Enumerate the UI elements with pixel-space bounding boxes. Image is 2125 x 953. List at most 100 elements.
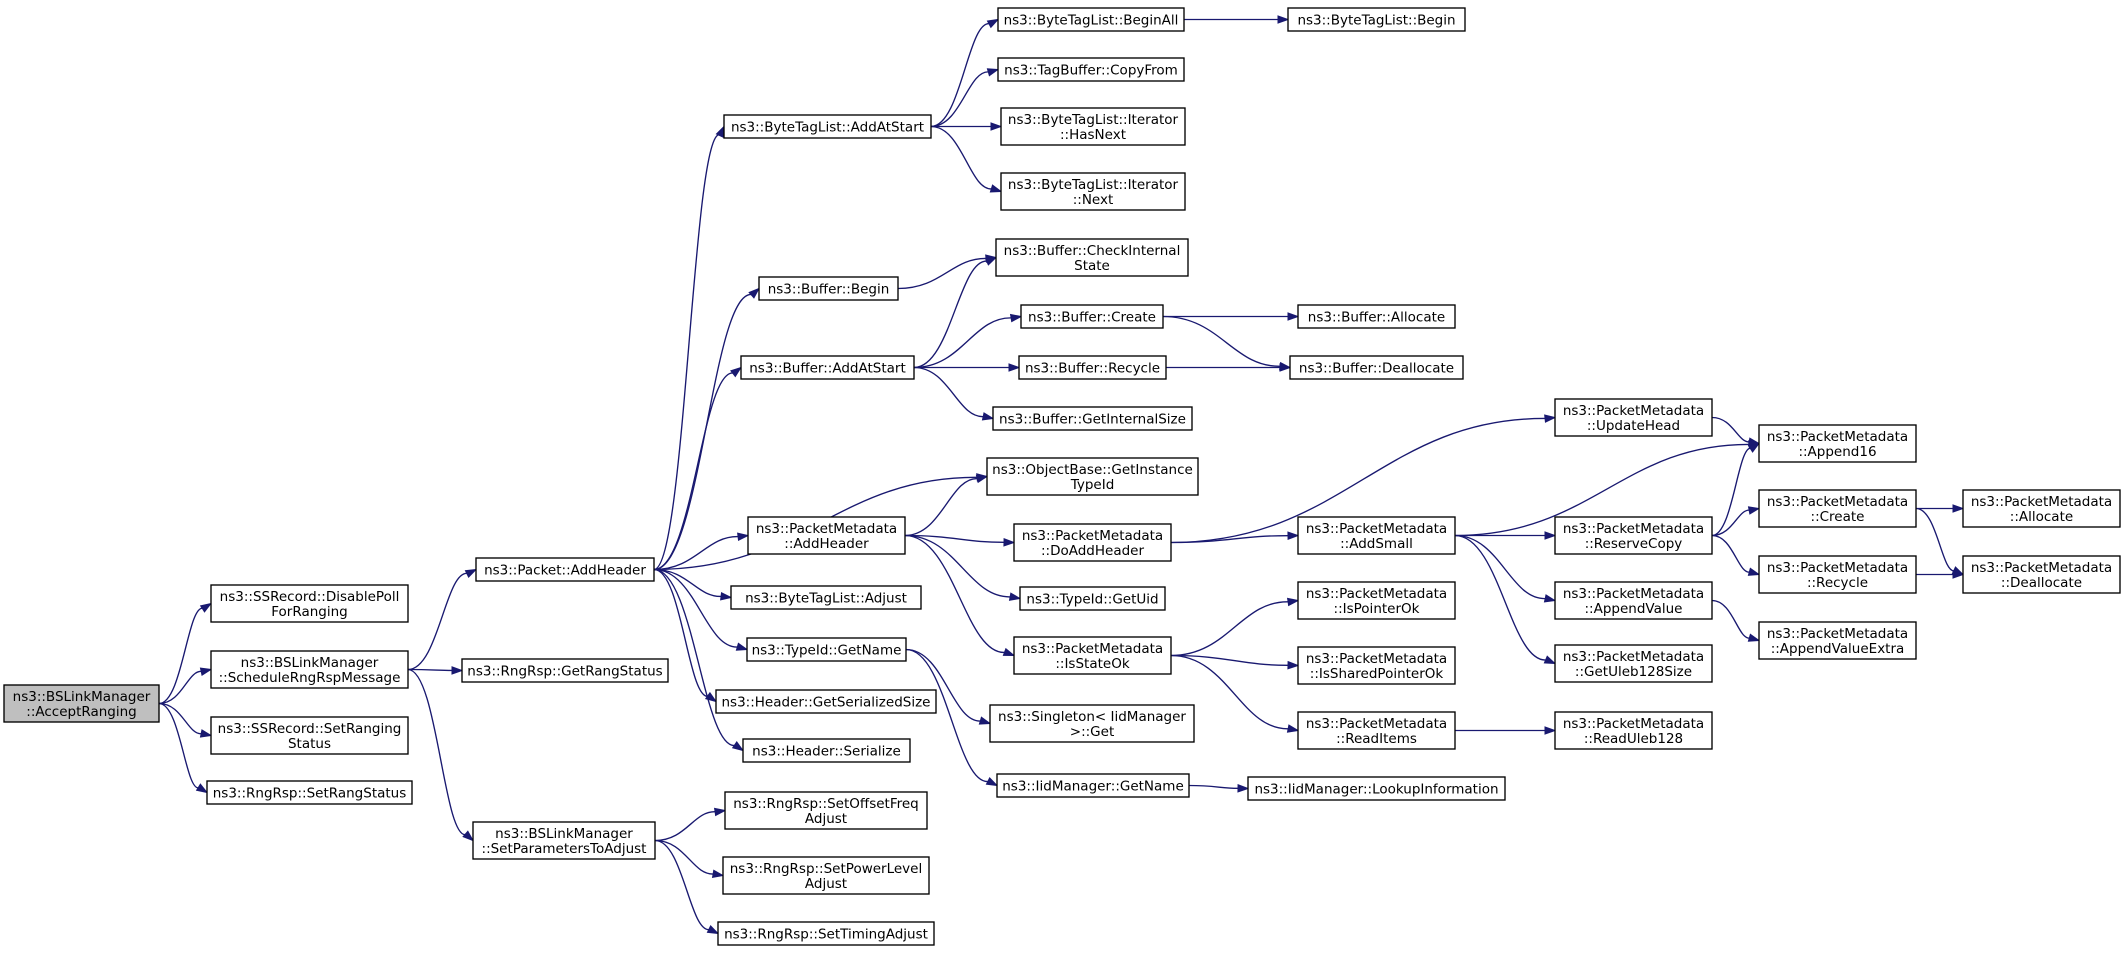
node-buf-getinternalsize[interactable]: ns3::Buffer::GetInternalSize	[992, 406, 1193, 431]
edge-pm_create-to-pm_deallocate	[1915, 507, 1965, 576]
node-schedule[interactable]: ns3::BSLinkManager::ScheduleRngRspMessag…	[210, 650, 409, 689]
node-buf-addatstart[interactable]: ns3::Buffer::AddAtStart	[740, 355, 915, 380]
edge-arrowhead	[1952, 504, 1965, 513]
node-box	[1000, 107, 1186, 146]
edge-line	[653, 293, 753, 571]
node-pm-getuleb128size[interactable]: ns3::PacketMetadata::GetUleb128Size	[1554, 644, 1713, 683]
node-settiming[interactable]: ns3::RngRsp::SetTimingAdjust	[717, 921, 935, 946]
node-buf-create[interactable]: ns3::Buffer::Create	[1020, 304, 1164, 329]
node-box	[995, 238, 1189, 277]
edge-arrowhead	[1747, 442, 1761, 453]
edge-arrowhead	[199, 667, 213, 676]
node-label: ns3::TagBuffer::CopyFrom	[1004, 63, 1178, 79]
node-pm-deallocate[interactable]: ns3::PacketMetadata::Deallocate	[1962, 555, 2121, 594]
edge-pm_reservecopy-to-pm_create	[1711, 506, 1761, 537]
node-label: ns3::SSRecord::SetRanging	[218, 721, 402, 737]
node-box	[210, 584, 409, 623]
node-tagbuf-copyfrom[interactable]: ns3::TagBuffer::CopyFrom	[997, 57, 1185, 82]
node-buf-begin[interactable]: ns3::Buffer::Begin	[758, 276, 899, 301]
node-pm-ispointerok[interactable]: ns3::PacketMetadata::IsPointerOk	[1297, 581, 1456, 620]
node-pm-addheader[interactable]: ns3::PacketMetadata::AddHeader	[747, 516, 906, 555]
edge-arrowhead	[199, 602, 213, 613]
node-pm-readuleb128[interactable]: ns3::PacketMetadata::ReadUleb128	[1554, 711, 1713, 750]
node-pm-allocate[interactable]: ns3::PacketMetadata::Allocate	[1962, 489, 2121, 528]
edge-btl_addatstart-to-tagbuf_copyfrom	[930, 68, 1000, 128]
node-pm-create[interactable]: ns3::PacketMetadata::Create	[1758, 489, 1917, 528]
node-pm-addsmall[interactable]: ns3::PacketMetadata::AddSmall	[1297, 516, 1456, 555]
edge-arrowhead	[1543, 655, 1557, 665]
node-pm-append16[interactable]: ns3::PacketMetadata::Append16	[1758, 424, 1917, 463]
node-hdr-getsersize[interactable]: ns3::Header::GetSerializedSize	[715, 689, 937, 714]
node-box	[1554, 581, 1713, 620]
edge-buf_recycle-to-buf_deallocate	[1166, 363, 1292, 372]
node-pm-appendvalueextra[interactable]: ns3::PacketMetadata::AppendValueExtra	[1758, 621, 1917, 660]
node-label: ns3::Buffer::Begin	[768, 282, 890, 298]
node-pm-updatehead[interactable]: ns3::PacketMetadata::UpdateHead	[1554, 398, 1713, 437]
edge-line	[1915, 507, 1956, 572]
edge-pm_addsmall-to-pm_reservecopy	[1455, 531, 1557, 540]
node-btl-it-hasnext[interactable]: ns3::ByteTagList::Iterator::HasNext	[1000, 107, 1186, 146]
edge-arrowhead	[1279, 363, 1292, 372]
node-pm-readitems[interactable]: ns3::PacketMetadata::ReadItems	[1297, 711, 1456, 750]
node-box	[1019, 586, 1166, 611]
edge-arrowhead	[1009, 313, 1023, 323]
node-btl-begin[interactable]: ns3::ByteTagList::Begin	[1287, 7, 1466, 32]
node-box	[1554, 644, 1713, 683]
edge-arrowhead	[985, 776, 999, 787]
node-setrangstatus[interactable]: ns3::RngRsp::SetRangStatus	[206, 780, 413, 805]
node-pm-isstateok[interactable]: ns3::PacketMetadata::IsStateOk	[1013, 636, 1172, 675]
node-setparams[interactable]: ns3::BSLinkManager::SetParametersToAdjus…	[472, 821, 656, 860]
node-label: ::Create	[1811, 509, 1865, 525]
edge-line	[654, 839, 711, 931]
node-label: ns3::PacketMetadata	[1563, 403, 1704, 419]
node-hdr-serialize[interactable]: ns3::Header::Serialize	[742, 738, 911, 763]
node-label: ns3::Buffer::AddAtStart	[749, 361, 906, 377]
node-iid-getname[interactable]: ns3::IidManager::GetName	[996, 773, 1190, 798]
edge-arrowhead	[986, 68, 1000, 77]
node-accept[interactable]: ns3::BSLinkManager::AcceptRanging	[3, 684, 160, 723]
node-btl-addatstart[interactable]: ns3::ByteTagList::AddAtStart	[723, 114, 932, 139]
node-addheader[interactable]: ns3::Packet::AddHeader	[475, 557, 655, 582]
node-box	[1758, 621, 1917, 660]
edge-line	[653, 535, 740, 571]
node-label: ::Next	[1073, 192, 1114, 208]
edge-line	[1711, 447, 1752, 537]
node-iid-lookupinfo[interactable]: ns3::IidManager::LookupInformation	[1247, 776, 1506, 801]
node-label: ns3::TypeId::GetUid	[1026, 592, 1158, 608]
node-box	[1018, 355, 1167, 380]
node-buf-allocate[interactable]: ns3::Buffer::Allocate	[1297, 304, 1456, 329]
node-pm-doaddheader[interactable]: ns3::PacketMetadata::DoAddHeader	[1013, 523, 1172, 562]
node-buf-recycle[interactable]: ns3::Buffer::Recycle	[1018, 355, 1167, 380]
node-label: ns3::ObjectBase::GetInstance	[992, 462, 1193, 478]
edge-arrowhead	[711, 869, 725, 878]
edge-arrowhead	[1544, 414, 1557, 423]
edge-line	[1454, 534, 1547, 600]
node-pm-issharedpointerok[interactable]: ns3::PacketMetadata::IsSharedPointerOk	[1297, 646, 1456, 685]
node-pm-appendvalue[interactable]: ns3::PacketMetadata::AppendValue	[1554, 581, 1713, 620]
node-getrangstatus[interactable]: ns3::RngRsp::GetRangStatus	[461, 658, 669, 683]
node-singleton-get[interactable]: ns3::Singleton< IidManager>::Get	[989, 704, 1195, 743]
node-btl-adjust[interactable]: ns3::ByteTagList::Adjust	[730, 585, 922, 610]
node-box	[997, 7, 1185, 32]
edge-line	[653, 568, 709, 697]
node-btl-beginall[interactable]: ns3::ByteTagList::BeginAll	[997, 7, 1185, 32]
node-btl-it-next[interactable]: ns3::ByteTagList::Iterator::Next	[1000, 172, 1186, 211]
node-pm-reservecopy[interactable]: ns3::PacketMetadata::ReserveCopy	[1554, 516, 1713, 555]
node-label: ns3::PacketMetadata	[1022, 641, 1163, 657]
node-buf-deallocate[interactable]: ns3::Buffer::Deallocate	[1289, 355, 1464, 380]
node-label: ::SetParametersToAdjust	[482, 841, 647, 857]
node-box	[1297, 711, 1456, 750]
node-label: ns3::PacketMetadata	[1767, 626, 1908, 642]
node-pm-recycle[interactable]: ns3::PacketMetadata::Recycle	[1758, 555, 1917, 594]
node-box	[210, 716, 409, 755]
node-typeid-getname[interactable]: ns3::TypeId::GetName	[746, 637, 907, 662]
node-typeid-getuid[interactable]: ns3::TypeId::GetUid	[1019, 586, 1166, 611]
node-label: ns3::PacketMetadata	[1563, 716, 1704, 732]
edge-line	[1711, 509, 1751, 537]
